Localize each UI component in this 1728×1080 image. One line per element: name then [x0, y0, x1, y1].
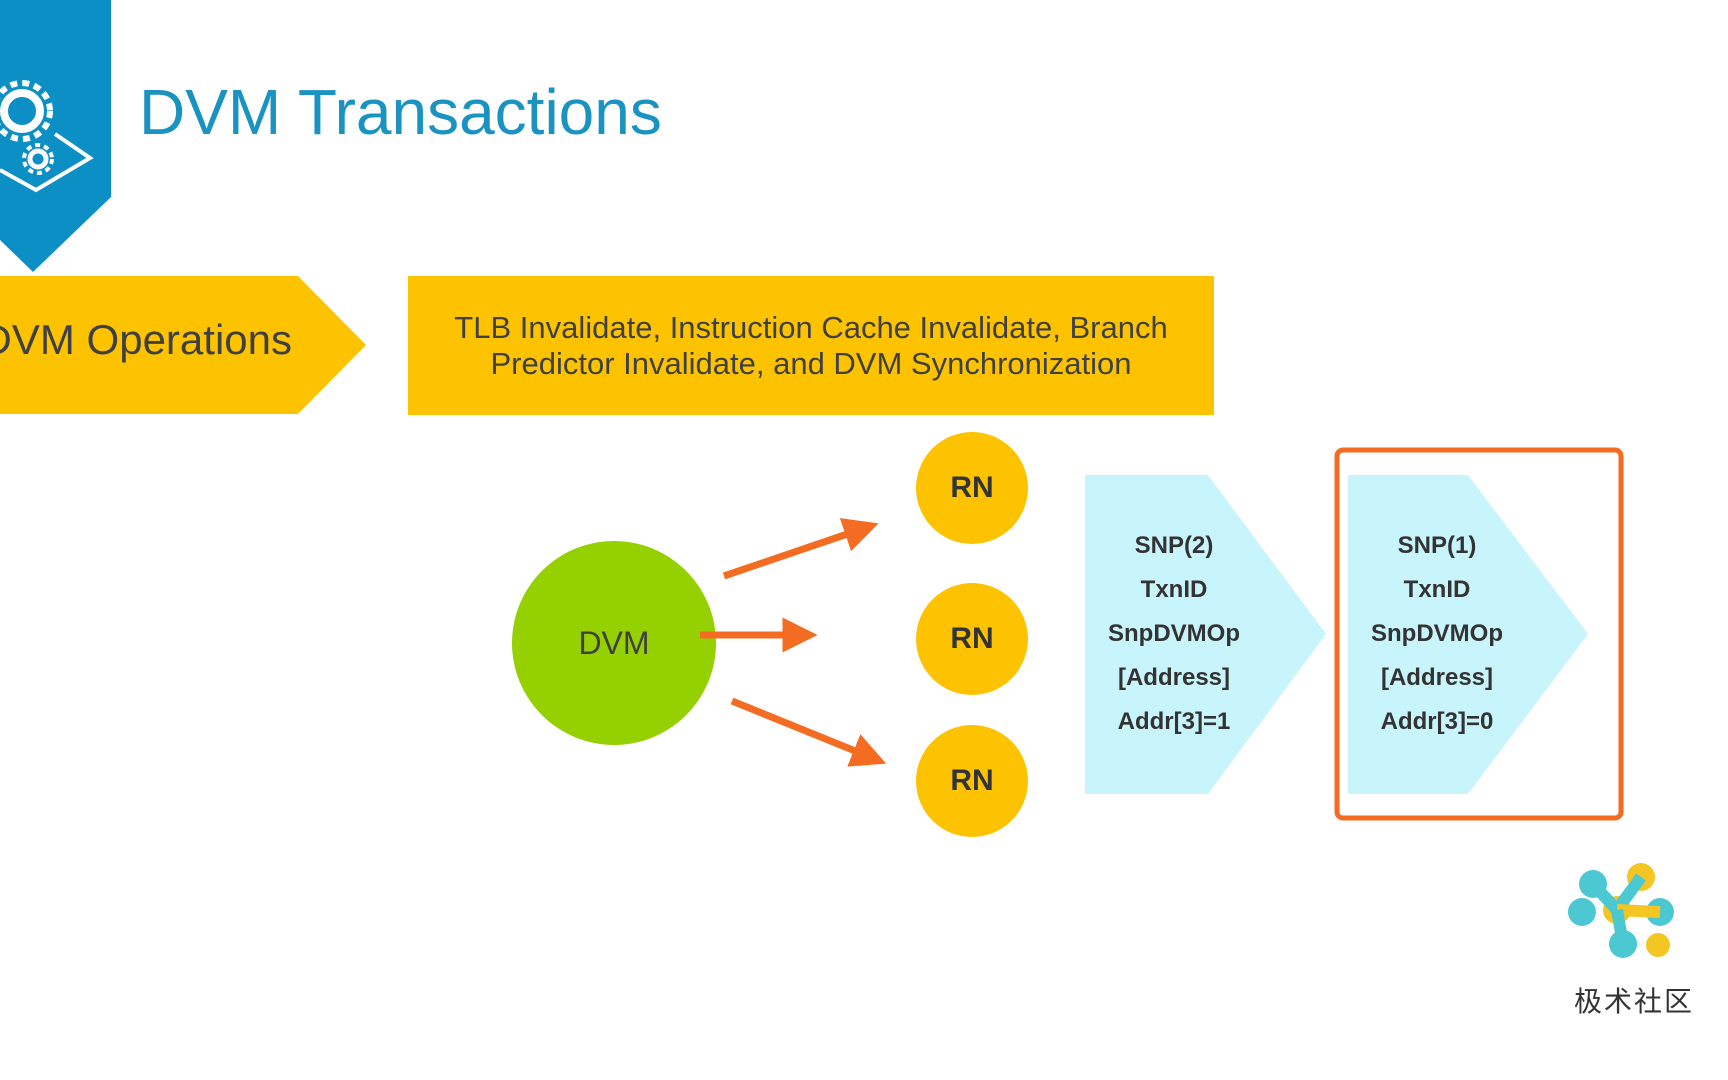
dvm-node [512, 541, 716, 745]
operations-description: TLB Invalidate, Instruction Cache Invali… [454, 310, 1168, 381]
rn-node-bottom-label: RN [950, 764, 994, 797]
operations-chevron [0, 276, 366, 414]
snoop-field: Addr[3]=1 [1117, 708, 1231, 735]
rn-node-middle-label: RN [950, 622, 994, 655]
arrow-to-rn-top [722, 518, 879, 580]
snoop-field: SNP(1) [1397, 532, 1477, 559]
snoop-field: TxnID [1140, 576, 1208, 603]
logo-text: 极术社区 [1574, 985, 1695, 1018]
snoop-chevron-second [1348, 475, 1588, 794]
rn-node-top-label: RN [950, 471, 994, 504]
highlight-box [1334, 447, 1624, 821]
snoop-field: TxnID [1403, 576, 1471, 603]
rn-node-bottom [916, 725, 1028, 837]
dvm-node-label: DVM [578, 624, 650, 661]
snoop-field: [Address] [1117, 664, 1231, 691]
snoop-field: Addr[3]=0 [1380, 708, 1494, 735]
snoop-field: SnpDVMOp [1371, 620, 1503, 647]
snoop-field: SNP(2) [1134, 532, 1214, 559]
page-title: DVM Transactions [139, 76, 662, 148]
snoop-field: [Address] [1380, 664, 1494, 691]
snoop-message-second: SNP(1) TxnID SnpDVMOp [Address] Addr[3]=… [1317, 524, 1557, 744]
operations-label: DVM Operations [0, 316, 292, 363]
rn-node-top [916, 432, 1028, 544]
snoop-message-first: SNP(2) TxnID SnpDVMOp [Address] Addr[3]=… [1054, 524, 1294, 744]
snoop-chevron-first [1085, 475, 1326, 794]
molecule-logo-icon [1568, 863, 1674, 958]
rn-node-middle [916, 583, 1028, 695]
operations-description-box [408, 276, 1214, 415]
arrow-to-rn-bottom [730, 697, 887, 767]
gears-icon [0, 80, 94, 193]
snoop-field: SnpDVMOp [1108, 620, 1240, 647]
